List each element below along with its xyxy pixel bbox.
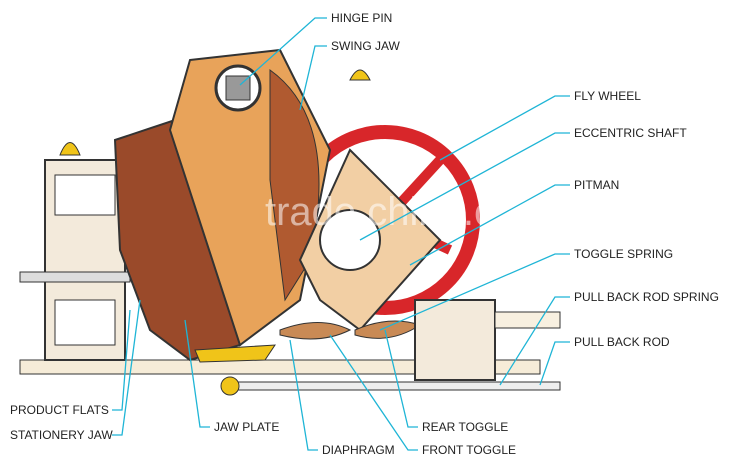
leader-line: [299, 45, 327, 111]
watermark: trade.china.com: [265, 190, 550, 234]
leader-line: [379, 253, 570, 331]
leader-line: [184, 319, 210, 428]
eccentric-shaft: [319, 209, 381, 271]
right-housing: [414, 299, 496, 381]
front-toggle: [279, 322, 352, 340]
leader-line: [112, 299, 141, 436]
wedge: [194, 344, 276, 363]
label-pitman: PITMAN: [574, 178, 619, 192]
left-housing-window: [54, 299, 116, 346]
label-product-flats: PRODUCT FLATS: [10, 403, 109, 417]
label-pull-back-rod-spring: PULL BACK ROD SPRING: [574, 290, 719, 304]
label-jaw-plate: JAW PLATE: [214, 420, 279, 434]
left-housing-window: [54, 174, 116, 216]
leader-line: [112, 309, 131, 411]
label-diaphragm: DIAPHRAGM: [322, 443, 395, 457]
lifting-eye: [349, 69, 371, 81]
label-pull-back-rod: PULL BACK ROD: [574, 335, 670, 349]
leader-line: [289, 339, 318, 451]
base-frame: [19, 359, 541, 375]
label-toggle-spring: TOGGLE SPRING: [574, 247, 673, 261]
leader-line: [539, 341, 570, 386]
label-stationery-jaw: STATIONERY JAW: [10, 428, 113, 442]
label-rear-toggle: REAR TOGGLE: [422, 420, 508, 434]
leader-line: [329, 334, 418, 451]
rod-pin: [220, 376, 240, 396]
leader-line: [239, 17, 327, 86]
pull-back-rod: [229, 381, 561, 391]
leader-line: [439, 95, 570, 161]
label-fly-wheel: FLY WHEEL: [574, 89, 641, 103]
lifting-eye: [59, 142, 81, 156]
leader-line: [499, 296, 570, 386]
leader-line: [409, 184, 570, 266]
label-front-toggle: FRONT TOGGLE: [422, 443, 516, 457]
adjust-rod: [19, 271, 131, 283]
label-hinge-pin: HINGE PIN: [331, 11, 392, 25]
leader-line: [384, 329, 418, 428]
toggle-block: [494, 311, 561, 329]
label-eccentric-shaft: ECCENTRIC SHAFT: [574, 126, 687, 140]
label-swing-jaw: SWING JAW: [331, 39, 401, 53]
leader-line: [359, 132, 570, 241]
